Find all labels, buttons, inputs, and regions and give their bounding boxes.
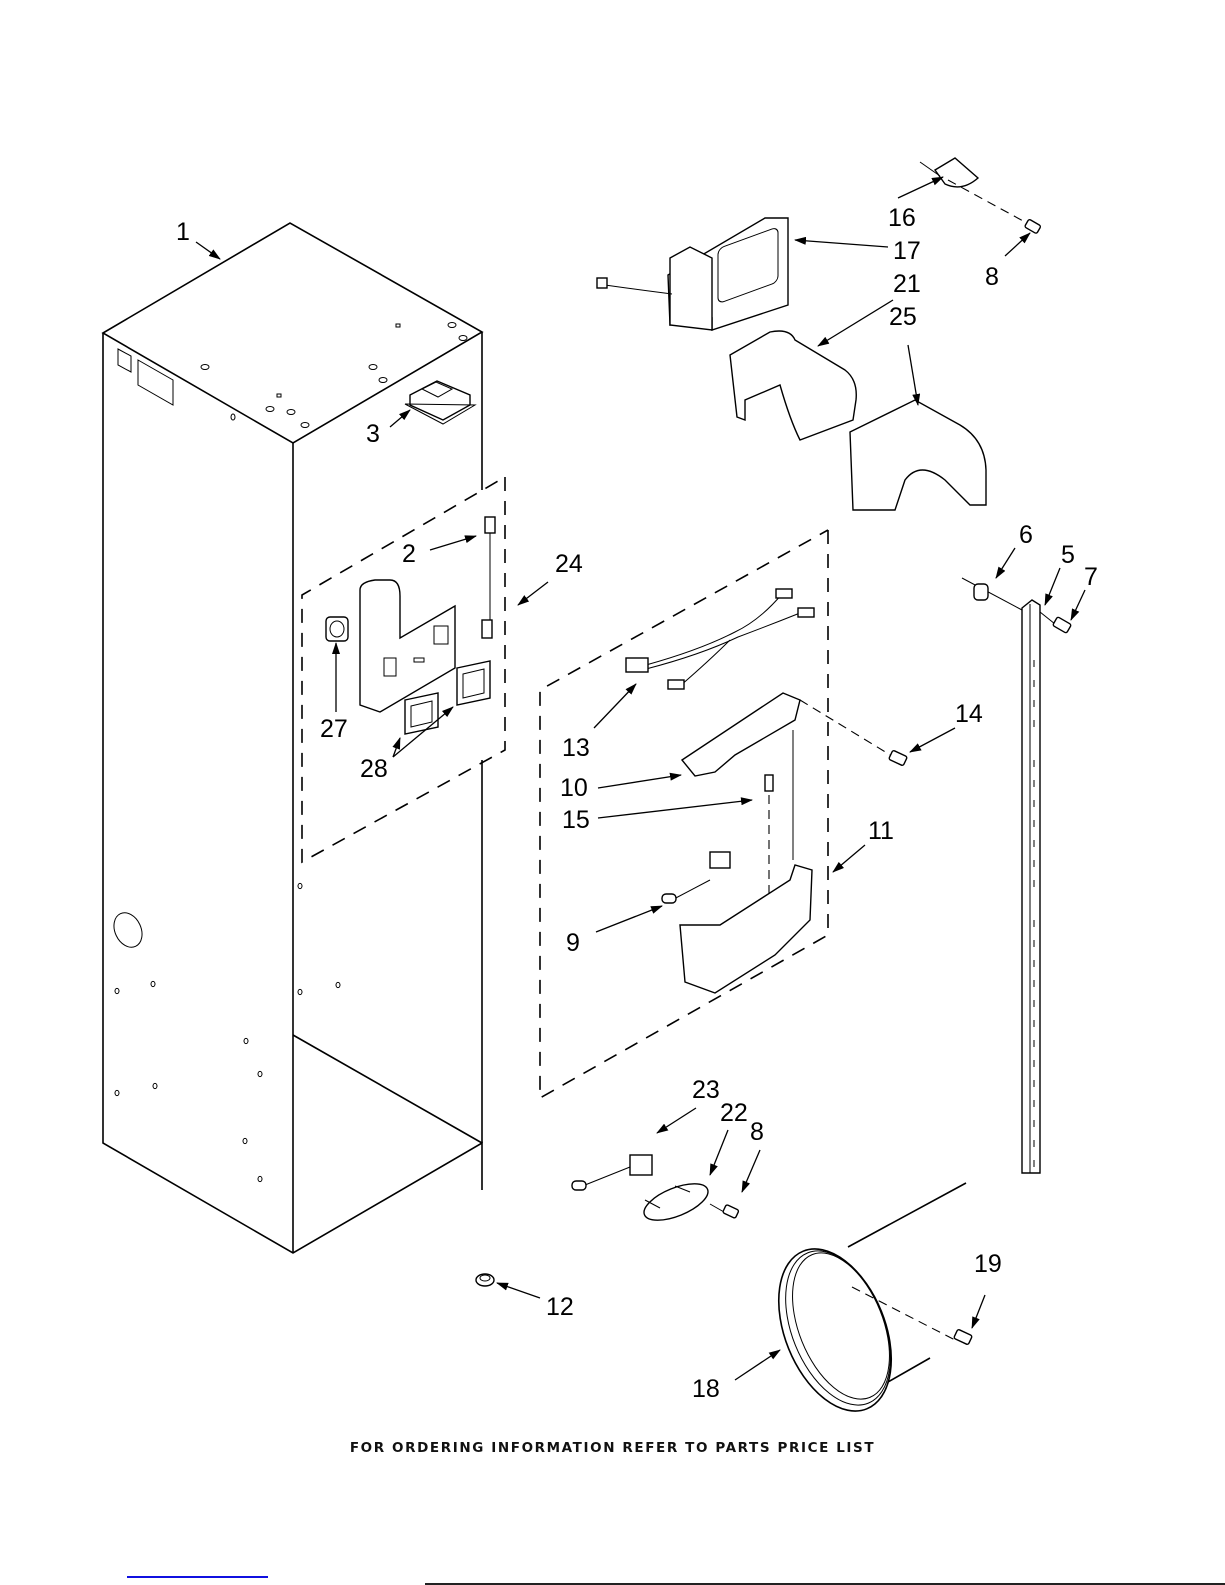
cabinet-liner bbox=[103, 223, 482, 1253]
part-17-light-housing bbox=[597, 218, 788, 330]
part-7-screw bbox=[1040, 612, 1071, 633]
part-12-plug bbox=[476, 1274, 494, 1286]
callout-19: 19 bbox=[974, 1250, 1002, 1278]
part-2-sensor bbox=[482, 517, 495, 638]
callout-9: 9 bbox=[566, 929, 580, 957]
callout-16: 16 bbox=[888, 204, 916, 232]
callout-labels: 1 2 3 5 6 7 8 8 9 10 11 12 13 14 15 16 1… bbox=[176, 204, 1098, 1403]
callout-8-top: 8 bbox=[985, 263, 999, 291]
part-10-cover bbox=[682, 693, 800, 776]
callout-27: 27 bbox=[320, 715, 348, 743]
callout-25: 25 bbox=[889, 303, 917, 331]
part-25-duct-cover bbox=[850, 400, 986, 510]
link-underline bbox=[127, 1576, 268, 1578]
part-9-thermistor bbox=[662, 852, 730, 903]
part-14-screw bbox=[800, 700, 907, 766]
callout-13: 13 bbox=[562, 734, 590, 762]
callout-5: 5 bbox=[1061, 541, 1075, 569]
callout-28: 28 bbox=[360, 755, 388, 783]
part-22-display bbox=[639, 1176, 713, 1227]
part-21-duct bbox=[730, 331, 856, 440]
part-5-rail bbox=[1022, 600, 1040, 1173]
callout-14: 14 bbox=[955, 700, 983, 728]
callout-21: 21 bbox=[893, 270, 921, 298]
leader-arrows bbox=[196, 177, 1085, 1380]
callout-3: 3 bbox=[366, 420, 380, 448]
part-19-screw bbox=[954, 1329, 973, 1345]
part-23-thermistor bbox=[572, 1155, 652, 1190]
callout-24: 24 bbox=[555, 550, 583, 578]
callout-18: 18 bbox=[692, 1375, 720, 1403]
callout-6: 6 bbox=[1019, 521, 1033, 549]
callout-11: 11 bbox=[868, 817, 894, 845]
part-8-screw-bottom bbox=[710, 1204, 739, 1218]
ordering-info-footer: FOR ORDERING INFORMATION REFER TO PARTS … bbox=[0, 1440, 1225, 1456]
callout-10: 10 bbox=[560, 774, 588, 802]
callout-2: 2 bbox=[402, 540, 416, 568]
part-11-housing bbox=[680, 865, 812, 993]
callout-7: 7 bbox=[1084, 563, 1098, 591]
part-18-tubing bbox=[757, 1183, 966, 1428]
part-16-bracket bbox=[920, 158, 1025, 222]
part-3-housing bbox=[405, 381, 475, 424]
part-15-screw bbox=[765, 730, 793, 905]
callout-8-bottom: 8 bbox=[750, 1118, 764, 1146]
part-6-clip bbox=[962, 578, 1022, 610]
callout-12: 12 bbox=[546, 1293, 574, 1321]
part-8-screw-top bbox=[1024, 219, 1041, 234]
callout-17: 17 bbox=[893, 237, 921, 265]
callout-22: 22 bbox=[720, 1099, 748, 1127]
callout-23: 23 bbox=[692, 1076, 720, 1104]
part-27-grommet bbox=[326, 617, 348, 641]
part-13-harness bbox=[626, 589, 814, 689]
callout-15: 15 bbox=[562, 806, 590, 834]
callout-1: 1 bbox=[176, 218, 190, 246]
part-24-panel bbox=[360, 580, 455, 712]
